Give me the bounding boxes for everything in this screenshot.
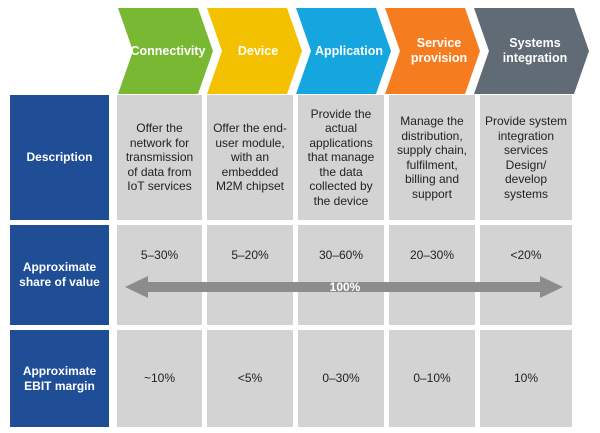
ebit-cell-systems-integration: 10% [480,330,572,427]
description-cell-service-provision: Manage the distribution, supply chain, f… [389,95,475,220]
stage-label-service-provision: Service provision [410,36,468,65]
ebit-cell-connectivity: ~10% [117,330,202,427]
description-cell-systems-integration: Provide system integration services Desi… [480,95,572,220]
chevron-service-provision-shape [385,8,480,94]
row-header-share-of-value: Approximate share of value [10,225,109,325]
share-cell-device: 5–20% [207,225,293,325]
chevron-connectivity-shape [118,8,213,94]
description-cell-device: Offer the end-user module, with an embed… [207,95,293,220]
row-header-ebit-margin: Approximate EBIT margin [10,330,109,427]
stage-label-systems-integration: Systems integration [502,36,568,65]
share-cell-connectivity: 5–30% [117,225,202,325]
description-cell-connectivity: Offer the network for transmission of da… [117,95,202,220]
share-arrow-label: 100% [329,280,361,294]
ebit-cell-service-provision: 0–10% [389,330,475,427]
ebit-cell-device: <5% [207,330,293,427]
share-cell-application: 30–60% [298,225,384,325]
stage-label-device: Device [237,43,279,58]
stage-label-application: Application [314,43,384,58]
share-cell-systems-integration: <20% [480,225,572,325]
chevron-device-shape [207,8,302,94]
share-cell-service-provision: 20–30% [389,225,475,325]
ebit-cell-application: 0–30% [298,330,384,427]
chevron-systems-integration-shape [474,8,589,94]
row-header-description: Description [10,95,109,220]
stage-label-connectivity: Connectivity [130,43,206,58]
chevron-application-shape [296,8,391,94]
description-cell-application: Provide the actual applications that man… [298,95,384,220]
